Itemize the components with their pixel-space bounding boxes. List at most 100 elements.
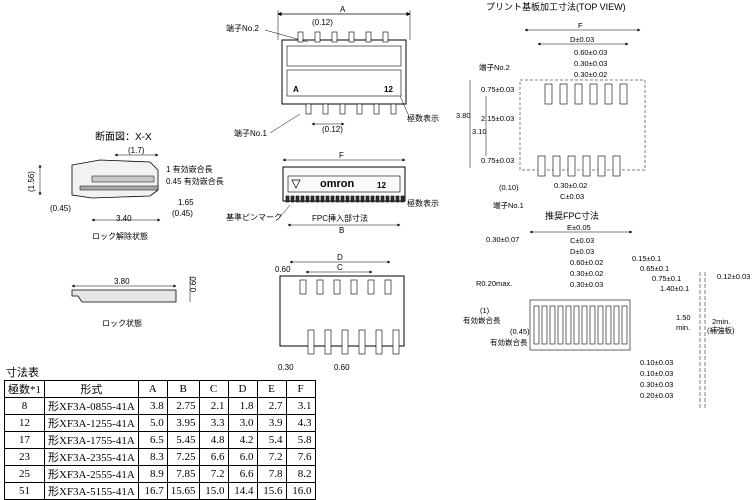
front-marker-12: 12 (377, 181, 386, 190)
pcb-dim-010: (0.10) (499, 183, 519, 192)
table-cell: 4.3 (285, 414, 316, 432)
fpc-paren-1: (1) (480, 306, 490, 315)
bottom-view-pin (341, 329, 349, 355)
effective-length-1: 1 有効嵌合長 (166, 164, 213, 174)
brand-mark: omron (320, 178, 355, 190)
front-terminal (370, 195, 375, 203)
front-terminal (325, 195, 330, 203)
table-cell: 形XF3A-0855-41A (44, 397, 139, 415)
fpc-dim-e: E±0.05 (567, 223, 591, 232)
front-terminal (285, 195, 290, 203)
table-cell: 8.9 (137, 465, 168, 483)
table-cell: 5.45 (166, 431, 200, 449)
fpc-finger (613, 305, 620, 345)
fpc-layout: 推奨FPC寸法 E±0.05 0.30±0.07 C±0.03 D±0.03 0… (463, 210, 750, 410)
locked-dim-3-80: 3.80 (114, 277, 130, 286)
bottom-view-pin (375, 329, 383, 355)
top-pin (365, 31, 372, 43)
pcb-pad (537, 155, 546, 177)
fpc-dim-010a: 0.10±0.03 (640, 358, 673, 367)
pcb-dim-d: D±0.03 (570, 35, 594, 44)
pcb-dim-030a: 0.30±0.03 (574, 59, 607, 68)
bottom-view-pin (358, 329, 366, 355)
bottom-view-pin (299, 279, 307, 295)
table-cell: 7.85 (166, 465, 200, 483)
dim-1-65: 1.65 (178, 198, 194, 207)
fpc-finger (549, 305, 556, 345)
bottom-dim-060: 0.60 (275, 265, 291, 274)
table-cell: 16.0 (285, 482, 316, 500)
pcb-pad (574, 83, 583, 105)
front-terminal (335, 195, 340, 203)
front-terminal (290, 195, 295, 203)
fpc-reinforce: (補強板) (707, 325, 735, 335)
pcb-pad (612, 155, 621, 177)
table-cell: 3.0 (227, 414, 258, 432)
bottom-dim-c: C (337, 263, 343, 272)
table-header-cell: B (166, 380, 200, 398)
connector-top-view: A (0.12) 端子No.2 A 12 極数表示 端子No.1 (0.12) (226, 5, 439, 138)
front-terminal (315, 195, 320, 203)
pcb-pad (559, 83, 568, 105)
bottom-dim-060b: 0.60 (334, 363, 350, 372)
fpc-r-020: R0.20max. (476, 279, 512, 288)
table-cell: 形XF3A-5155-41A (44, 482, 139, 500)
table-cell: 形XF3A-1755-41A (44, 431, 139, 449)
marker-a: A (293, 85, 299, 94)
fpc-finger (581, 305, 588, 345)
bottom-pin (339, 103, 346, 115)
table-header-cell: C (198, 380, 229, 398)
front-terminal (400, 195, 405, 203)
front-terminal (305, 195, 310, 203)
section-title: 断面図：X-X (95, 130, 152, 143)
table-cell: 5.8 (285, 431, 316, 449)
front-terminal (345, 195, 350, 203)
bottom-dim-030: 0.30 (278, 363, 294, 372)
fpc-fingers (533, 305, 628, 345)
pcb-pad (567, 155, 576, 177)
bottom-view-pin (384, 279, 392, 295)
pcb-dim-075b: 0.75±0.03 (481, 156, 514, 165)
dim-3-40: 3.40 (116, 214, 132, 223)
fpc-finger (589, 305, 596, 345)
bottom-dim-d: D (337, 253, 343, 262)
table-cell: 16.7 (137, 482, 168, 500)
bottom-view-pin (316, 279, 324, 295)
front-terminal (355, 195, 360, 203)
pcb-dim-f: F (578, 21, 583, 30)
pcb-dim-c: C±0.03 (560, 192, 584, 201)
top-pin (314, 31, 321, 43)
bottom-view-pin (367, 279, 375, 295)
top-pin (382, 31, 389, 43)
pcb-layout: プリント基板加工寸法(TOP VIEW) F D±0.03 0.60±0.03 … (456, 1, 646, 210)
fpc-dim-010b: 0.10±0.03 (640, 369, 673, 378)
fpc-paren-045: (0.45) (510, 327, 530, 336)
front-terminal (395, 195, 400, 203)
locked-dim-0-60: 0.60 (189, 276, 198, 292)
table-header-cell: 極数*1 (4, 380, 45, 398)
bottom-view-pin (333, 279, 341, 295)
table-cell: 6.5 (137, 431, 168, 449)
fpc-dim-065: 0.65±0.1 (640, 264, 669, 273)
fpc-dim-2min: 2min. (712, 317, 730, 326)
pcb-dim-310: 3.10 (472, 127, 487, 136)
front-terminal (310, 195, 315, 203)
table-header-cell: E (256, 380, 287, 398)
pcb-pad (544, 83, 553, 105)
table-cell: 形XF3A-2355-41A (44, 448, 139, 466)
table-cell: 4.2 (227, 431, 258, 449)
table-cell: 3.9 (256, 414, 287, 432)
table-cell: 5.0 (137, 414, 168, 432)
fpc-dim-030b: 0.30±0.02 (570, 269, 603, 278)
fpc-finger (533, 305, 540, 345)
fpc-dim-015: 0.15±0.1 (632, 254, 661, 263)
dim-045-left: (0.45) (50, 204, 71, 213)
bottom-pin (305, 103, 312, 115)
pcb-dim-060: 0.60±0.03 (574, 48, 607, 57)
fpc-dim-d: D±0.03 (570, 247, 594, 256)
fpc-dim-060: 0.60±0.02 (570, 258, 603, 267)
front-terminal (380, 195, 385, 203)
bottom-view-pins (299, 279, 400, 355)
